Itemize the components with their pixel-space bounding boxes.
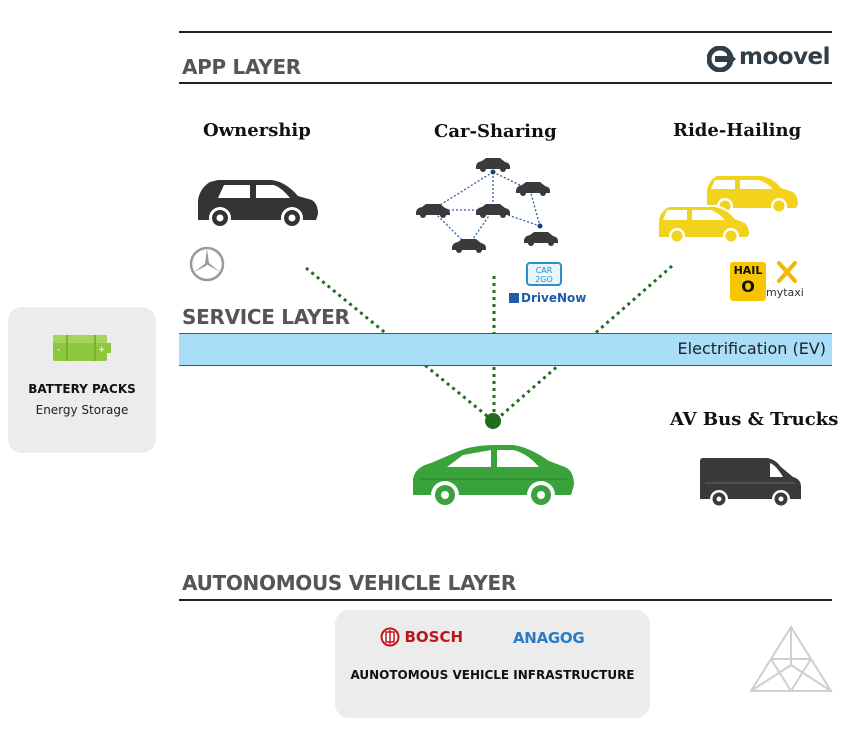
app-layer-top-rule [179,31,832,33]
av-layer-rule [179,599,832,601]
drivenow-icon [509,293,519,303]
av-infrastructure-card: BOSCH ANAGOG AUNOTOMOUS VEHICLE INFRASTR… [335,610,650,718]
delivery-van-icon [700,458,801,508]
drivenow-wordmark: DriveNow [521,291,587,305]
car-sharing-network-icon [416,158,558,253]
drivenow-logo: DriveNow [509,289,586,305]
car2go-logo: CAR 2GO [526,262,562,286]
mytaxi-wordmark: mytaxi [766,286,804,299]
taxi-cars-icon [657,176,798,244]
hailo-logo: HAIL O [730,262,766,301]
pyramid-watermark-icon [749,625,833,692]
mytaxi-x-icon [777,261,797,283]
hailo-logo-o: O [741,277,755,296]
battery-packs-subtitle: Energy Storage [35,403,129,417]
anagog-wordmark: ANAGOG [513,629,585,647]
bosch-logo: BOSCH [380,627,463,647]
av-infrastructure-title: AUNOTOMOUS VEHICLE INFRASTRUCTURE [350,668,635,682]
bosch-armature-icon [380,627,400,647]
moovel-icon [707,46,736,72]
suv-icon [198,180,318,229]
svg-text:-: - [57,345,60,355]
battery-packs-title: BATTERY PACKS [28,382,136,396]
column-title-ownership: Ownership [203,120,311,141]
moovel-wordmark: moovel [739,44,831,70]
svg-text:+: + [98,345,106,355]
electrification-label: Electrification (EV) [677,339,826,358]
mytaxi-logo: mytaxi [766,259,808,303]
hailo-logo-text: HAIL [733,264,763,277]
column-title-car-sharing: Car-Sharing [434,121,557,142]
anagog-logo: ANAGOG [513,629,585,648]
moovel-logo: moovel [707,44,832,74]
electric-car-icon [413,445,574,509]
electrification-band: Electrification (EV) [179,333,832,366]
bosch-wordmark: BOSCH [404,628,464,646]
av-layer-title: AUTONOMOUS VEHICLE LAYER [182,571,517,595]
mercedes-logo-icon [189,246,225,282]
column-title-ride-hailing: Ride-Hailing [673,120,802,141]
app-layer-bottom-rule [179,82,832,84]
app-layer-title: APP LAYER [182,55,301,79]
av-bus-trucks-title: AV Bus & Trucks [670,409,839,430]
service-layer-title: SERVICE LAYER [182,305,350,329]
car2go-logo-text: CAR 2GO [535,266,553,284]
battery-icon: - + [53,335,111,361]
convergence-node [485,413,501,429]
battery-packs-card: - + BATTERY PACKS Energy Storage [8,307,156,453]
